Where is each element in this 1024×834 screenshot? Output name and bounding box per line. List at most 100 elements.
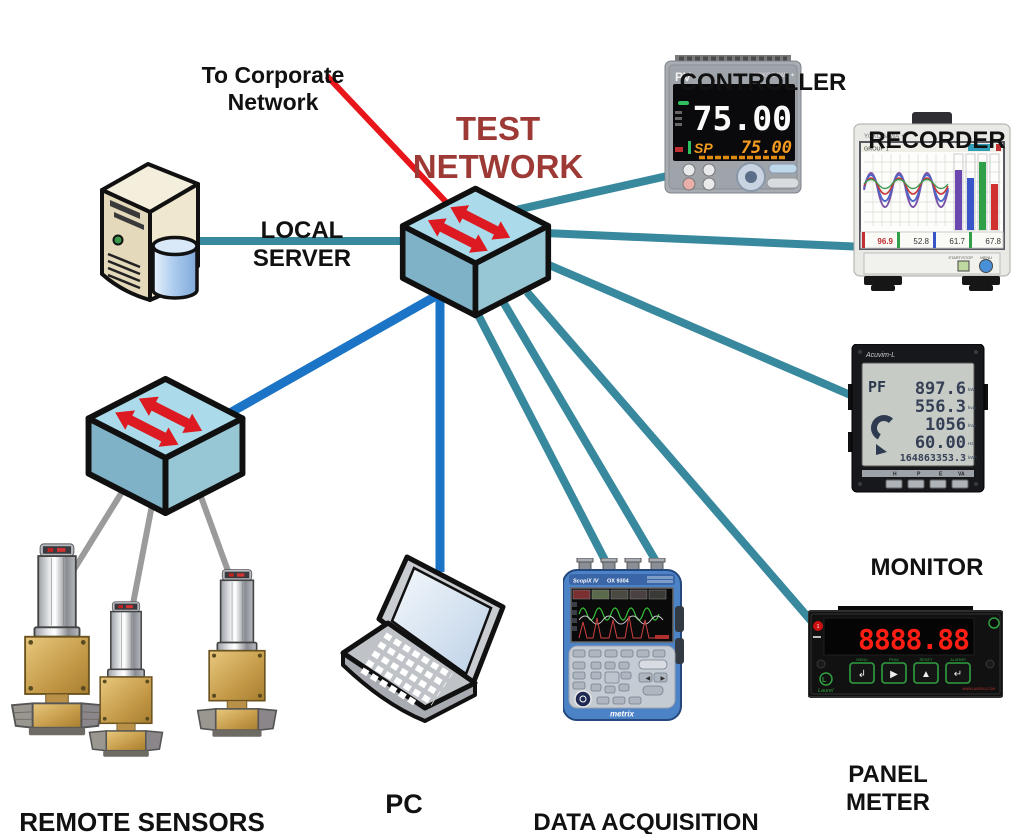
sensor-head <box>216 569 258 652</box>
poe-switch-icon <box>78 372 253 525</box>
svg-text:L: L <box>822 677 827 684</box>
peak-button <box>881 662 907 684</box>
recorder-bars <box>953 153 1000 231</box>
brand-text: YOKOGAWA ✦ <box>864 133 906 140</box>
central-switch-icon <box>393 182 558 327</box>
recorder-device: YOKOGAWA ✦ GROUP 1 <box>852 112 1012 299</box>
sensor-head <box>107 601 145 678</box>
svg-text:8888.88: 8888.88 <box>858 623 969 656</box>
monitor-button <box>929 479 947 489</box>
server-slot <box>114 212 144 230</box>
indicator-2-icon <box>988 617 1000 629</box>
sensor-icon <box>88 600 164 765</box>
server-icon <box>88 150 223 315</box>
server-led <box>112 234 124 246</box>
svg-text:897.6: 897.6 <box>915 379 966 399</box>
svg-text:1056: 1056 <box>925 415 966 435</box>
svg-text:1: 1 <box>817 624 820 630</box>
controller-buttons <box>682 162 800 192</box>
server-vents <box>107 252 141 290</box>
svg-text:kvar: kvar <box>968 405 977 410</box>
brand-text: metrix <box>610 710 635 719</box>
monitor-button <box>907 479 925 489</box>
svg-text:↲: ↲ <box>858 669 866 680</box>
sensor-base <box>10 702 104 736</box>
sensor-icon <box>196 568 278 745</box>
svg-text:96.9: 96.9 <box>877 237 893 246</box>
link-daq-1 <box>468 301 612 568</box>
svg-text:▶: ▶ <box>661 676 666 682</box>
sensor-icon <box>10 542 104 744</box>
svg-text:RESET: RESET <box>920 658 933 662</box>
link-daq-2 <box>498 297 664 571</box>
link-switch2 <box>225 292 439 418</box>
brand-text: Acuvim-L <box>865 352 895 359</box>
daq-device: ScopiX IV OX 9304 <box>562 557 685 735</box>
recorder-feet <box>864 276 1000 291</box>
pv-value: 75.00 <box>693 99 792 138</box>
svg-text:556.3: 556.3 <box>915 397 966 417</box>
server-slot <box>110 200 140 219</box>
svg-text:P: P <box>917 472 921 478</box>
model-text: ScopiX IV <box>573 579 600 585</box>
recorder-controls: START/STOP MENU <box>863 252 1001 275</box>
laurel-logo-icon <box>819 672 833 686</box>
daq-keypad: ◀ ▶ <box>568 645 676 709</box>
remote-sensors-label: REMOTE SENSORSwith PoE <box>19 807 265 834</box>
link-panel-meter <box>523 289 842 655</box>
start-stop-button <box>957 260 970 272</box>
sensor-head <box>33 543 81 638</box>
database-cylinder-icon <box>151 235 199 300</box>
svg-text:↵: ↵ <box>954 669 962 680</box>
controller-label: CONTROLLER <box>679 68 847 96</box>
svg-text:START/STOP: START/STOP <box>948 255 973 260</box>
svg-text:▲: ▲ <box>921 669 931 680</box>
monitor-footer: H P E VA <box>862 470 974 489</box>
model-text: OX 9304 <box>607 579 630 585</box>
group-label: GROUP 1 <box>864 147 889 153</box>
sp-label: SP <box>694 140 713 156</box>
monitor-label: MONITOR <box>870 553 984 581</box>
svg-text:kVA: kVA <box>968 423 976 428</box>
switch-arrows-icon <box>427 205 511 253</box>
svg-text:61.7: 61.7 <box>949 237 965 246</box>
link-monitor <box>540 258 864 404</box>
link-recorder <box>544 229 867 251</box>
svg-text:52.8: 52.8 <box>913 237 929 246</box>
svg-text:Hz: Hz <box>968 441 974 446</box>
panel-meter-display: 8888.88 <box>823 617 975 656</box>
reset-button <box>913 662 939 684</box>
svg-text:PEAK: PEAK <box>889 658 900 662</box>
menu-button <box>849 662 875 684</box>
recorder-values: 96.9 52.8 61.7 67.8 <box>860 231 1004 249</box>
menu-button <box>979 259 993 273</box>
brand-text: Laurel <box>818 688 834 694</box>
controller-device: PV YOKOGAWA ✦ 75.00 SP 75.00 <box>663 53 803 200</box>
svg-text:MENU: MENU <box>856 658 867 662</box>
svg-text:▶: ▶ <box>890 669 898 680</box>
sp-value: 75.00 <box>741 138 792 158</box>
svg-text:PF: PF <box>868 378 886 396</box>
svg-text:◀: ◀ <box>646 676 651 682</box>
laptop-front <box>341 651 477 723</box>
indicator-1-icon <box>813 621 823 631</box>
svg-text:ALARMS: ALARMS <box>950 658 966 662</box>
svg-text:E: E <box>939 472 943 478</box>
svg-text:60.00: 60.00 <box>915 433 966 453</box>
svg-text:MENU: MENU <box>980 255 992 260</box>
daq-screen <box>570 587 674 643</box>
monitor-lcd: PF 897.6 kW 556.3 kvar 1056 kVA 60.00 Hz… <box>861 362 977 467</box>
link-corporate <box>324 73 450 206</box>
sensor-base <box>196 707 278 737</box>
svg-text:VA: VA <box>958 472 965 478</box>
brand-text: YOKOGAWA ✦ <box>753 72 795 79</box>
monitor-button <box>885 479 903 489</box>
pc-label: PC <box>385 788 423 819</box>
monitor-button <box>951 479 969 489</box>
